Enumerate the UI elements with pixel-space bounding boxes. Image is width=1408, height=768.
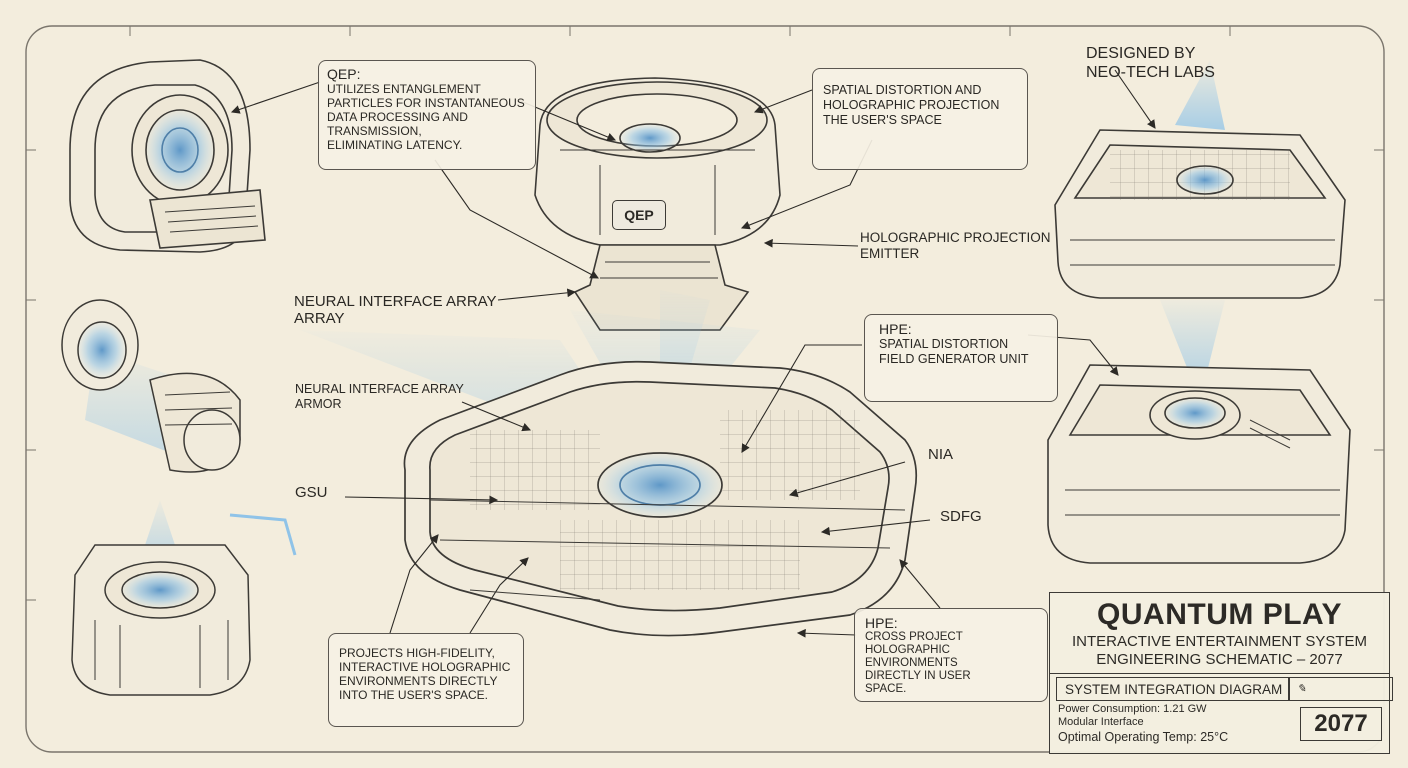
title-block-subtitle-2: ENGINEERING SCHEMATIC – 2077: [1096, 651, 1343, 668]
qep-callout-heading: QEP:: [327, 66, 361, 82]
top-right-device: [1054, 60, 1346, 299]
projects-callout-box: PROJECTS HIGH-FIDELITY, INTERACTIVE HOLO…: [328, 633, 524, 727]
title-block-subtitle-1: INTERACTIVE ENTERTAINMENT SYSTEM: [1071, 633, 1368, 650]
qep-plate-label: QEP: [612, 200, 666, 230]
sheet-frame: [25, 25, 1385, 753]
title-block-divider: [1050, 673, 1389, 674]
projects-callout-text: PROJECTS HIGH-FIDELITY, INTERACTIVE HOLO…: [339, 646, 511, 702]
center-console: [403, 360, 918, 637]
neural-array-label-2: NEURAL INTERFACE ARRAY ARMOR: [295, 382, 464, 411]
spec-temperature: Optimal Operating Temp: 25°C: [1058, 730, 1229, 744]
left-cylinder-device: [61, 299, 241, 473]
spatial-callout-box: SPATIAL DISTORTION AND HOLOGRAPHIC PROJE…: [812, 68, 1028, 170]
sdfg-label: SDFG: [940, 508, 982, 525]
top-left-lens-device: [69, 59, 266, 253]
spatial-callout-text: SPATIAL DISTORTION AND HOLOGRAPHIC PROJE…: [823, 83, 1000, 127]
hpe-sdfg-callout-box: HPE: SPATIAL DISTORTION FIELD GENERATOR …: [864, 314, 1058, 402]
spec-power: Power Consumption: 1.21 GW: [1058, 703, 1207, 715]
title-block: QUANTUM PLAY INTERACTIVE ENTERTAINMENT S…: [1049, 592, 1393, 754]
title-block-year: 2077: [1300, 707, 1382, 741]
gsu-label: GSU: [295, 484, 328, 501]
hpe-env-callout-box: HPE: CROSS PROJECT HOLOGRAPHIC ENVIRONME…: [854, 608, 1048, 702]
title-block-specs: Power Consumption: 1.21 GW Modular Inter…: [1058, 703, 1290, 745]
hpe-env-heading: HPE:: [865, 615, 898, 631]
nia-label: NIA: [928, 446, 954, 463]
designer-label: DESIGNED BY NEO-TECH LABS: [1086, 45, 1215, 81]
qep-callout-box: QEP: UTILIZES ENTANGLEMENT PARTICLES FOR…: [318, 60, 536, 170]
bottom-left-base-unit: [71, 500, 297, 696]
qep-dome-device: [534, 77, 781, 331]
hpe-emitter-label: HOLOGRAPHIC PROJECTION EMITTER: [860, 230, 1051, 261]
spec-interface: Modular Interface: [1058, 716, 1144, 728]
title-block-section: SYSTEM INTEGRATION DIAGRAM: [1056, 677, 1290, 701]
title-block-title: QUANTUM PLAY: [1097, 598, 1342, 631]
bottom-right-device: [1047, 300, 1351, 564]
hpe-env-text: CROSS PROJECT HOLOGRAPHIC ENVIRONMENTS D…: [865, 631, 971, 695]
qep-callout-text: UTILIZES ENTANGLEMENT PARTICLES FOR INST…: [327, 82, 525, 152]
neural-array-label-1: NEURAL INTERFACE ARRAY ARRAY: [294, 293, 497, 327]
hpe-sdfg-heading: HPE:: [879, 321, 912, 337]
hpe-sdfg-text: SPATIAL DISTORTION FIELD GENERATOR UNIT: [879, 337, 1029, 366]
signature-cell: ✎: [1288, 677, 1393, 701]
